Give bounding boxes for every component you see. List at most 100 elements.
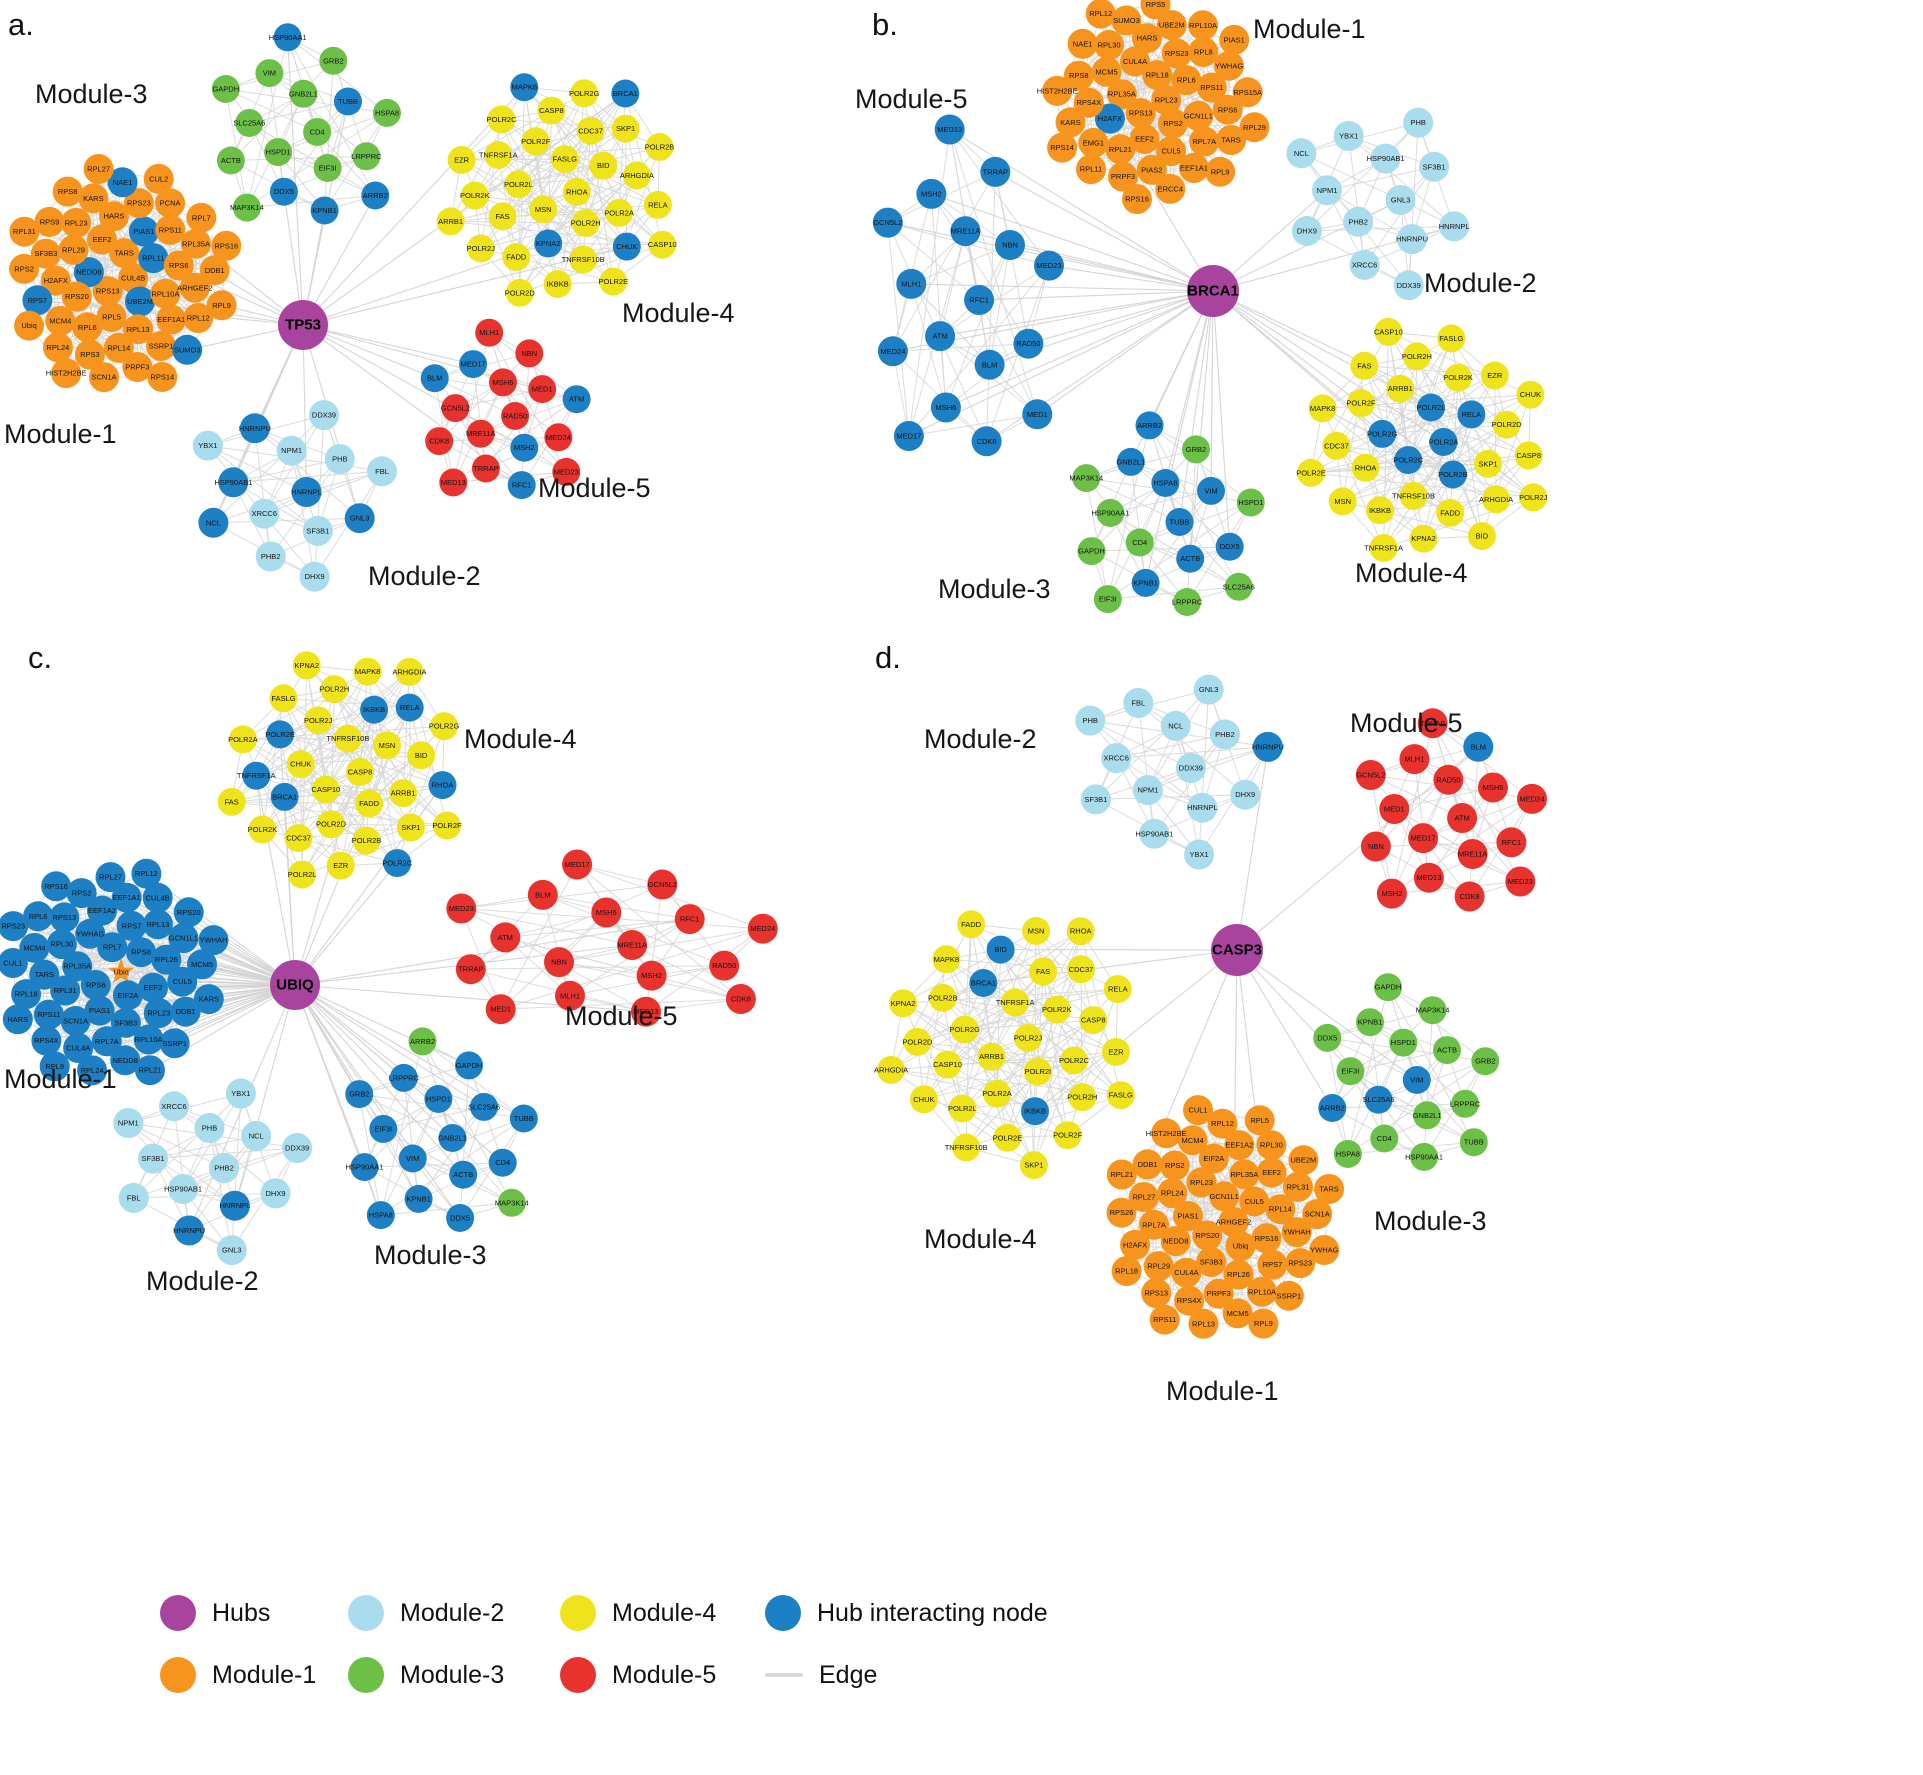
node-GRB2[interactable] <box>1182 435 1210 464</box>
node-DHX9[interactable] <box>1230 779 1261 810</box>
node-HSPA8[interactable] <box>373 98 401 127</box>
node-RPL12[interactable] <box>131 858 162 889</box>
node-ACTB[interactable] <box>1176 544 1205 573</box>
node-HSP90AB1[interactable] <box>168 1174 199 1204</box>
node-RPS20[interactable] <box>1192 1220 1223 1251</box>
node-POLR2G[interactable] <box>570 79 599 108</box>
node-FAS[interactable] <box>217 787 246 816</box>
node-SF3B1[interactable] <box>302 515 333 546</box>
node-DDX5[interactable] <box>446 1204 475 1232</box>
node-YBX1[interactable] <box>1184 839 1215 870</box>
node-CHUK[interactable] <box>1516 380 1545 409</box>
node-RPL9[interactable] <box>1248 1308 1279 1339</box>
node-TNFRSF1A[interactable] <box>1001 988 1030 1017</box>
node-HARS[interactable] <box>2 1004 33 1035</box>
node-POLR2G[interactable] <box>950 1015 979 1044</box>
node-RFC1[interactable] <box>964 285 995 315</box>
node-RPL29[interactable] <box>1239 112 1270 143</box>
node-RPL21[interactable] <box>1106 1159 1137 1190</box>
node-MLH1[interactable] <box>475 318 504 347</box>
node-RPL11[interactable] <box>138 243 169 274</box>
node-KPNA2[interactable] <box>1409 524 1438 553</box>
node-RPL18[interactable] <box>1111 1256 1142 1286</box>
node-GNB2L1[interactable] <box>289 79 318 108</box>
node-FAS[interactable] <box>1350 351 1379 380</box>
node-POLR2J[interactable] <box>304 706 333 735</box>
node-MED17[interactable] <box>893 421 924 451</box>
node-MCM4[interactable] <box>19 932 50 963</box>
node-RPL27[interactable] <box>1128 1182 1159 1212</box>
node-EEF2[interactable] <box>138 972 168 1003</box>
node-SSRP1[interactable] <box>1273 1280 1304 1311</box>
node-CDC37[interactable] <box>284 824 313 853</box>
node-RPS4X[interactable] <box>1073 87 1104 118</box>
node-RAD50[interactable] <box>1433 764 1464 795</box>
node-PIAS1[interactable] <box>128 216 159 247</box>
node-NCL[interactable] <box>1286 138 1317 169</box>
node-GCN5L2[interactable] <box>872 207 903 238</box>
node-HSPD1[interactable] <box>264 138 293 167</box>
node-TRRAP[interactable] <box>1417 708 1448 739</box>
node-SLC25A6[interactable] <box>1364 1085 1393 1114</box>
node-POLR2H[interactable] <box>1068 1083 1097 1112</box>
node-POLR2C[interactable] <box>487 105 516 134</box>
node-RPS11[interactable] <box>1149 1304 1180 1335</box>
node-YWHAG[interactable] <box>1309 1235 1340 1265</box>
node-RPL12[interactable] <box>183 303 214 333</box>
node-BRCA1[interactable] <box>270 782 299 811</box>
node-LRPPRC[interactable] <box>352 142 381 171</box>
node-RPL7A[interactable] <box>1189 126 1220 157</box>
node-ATM[interactable] <box>925 321 956 352</box>
node-RHOA[interactable] <box>428 771 457 800</box>
node-RPL13[interactable] <box>123 314 154 345</box>
node-HIST2H2BE[interactable] <box>1042 75 1073 106</box>
node-SF3B1[interactable] <box>1080 784 1111 815</box>
node-BID[interactable] <box>407 741 436 770</box>
node-RPS8[interactable] <box>1063 60 1094 91</box>
node-NCL[interactable] <box>1160 710 1191 741</box>
node-NPM1[interactable] <box>1312 175 1342 206</box>
node-EIF2A[interactable] <box>112 980 143 1011</box>
node-CUL1[interactable] <box>0 948 28 978</box>
node-GRB2[interactable] <box>319 46 348 75</box>
node-CDK8[interactable] <box>1454 881 1485 912</box>
node-POLR2D[interactable] <box>317 810 345 839</box>
node-MSH2[interactable] <box>1376 878 1407 909</box>
node-NBN[interactable] <box>515 339 544 368</box>
node-KPNB1[interactable] <box>310 196 339 225</box>
node-CHUK[interactable] <box>612 232 641 261</box>
node-GAPDH[interactable] <box>455 1051 483 1080</box>
node-RPL5[interactable] <box>96 302 127 332</box>
node-POLR2F[interactable] <box>521 127 550 156</box>
node-PHB2[interactable] <box>1343 206 1374 237</box>
node-CUL5[interactable] <box>1156 136 1187 167</box>
node-VIM[interactable] <box>255 59 284 88</box>
node-BID[interactable] <box>1467 522 1496 551</box>
node-RPL29[interactable] <box>1143 1251 1174 1282</box>
node-EEF2[interactable] <box>1129 124 1160 154</box>
node-TUBB[interactable] <box>1459 1128 1488 1157</box>
node-HSPD1[interactable] <box>424 1085 453 1113</box>
node-MRE11A[interactable] <box>1457 839 1488 869</box>
node-RPS23[interactable] <box>1285 1248 1316 1279</box>
node-DDX5[interactable] <box>269 177 298 206</box>
node-RPL35A[interactable] <box>1106 79 1137 110</box>
node-FASLG[interactable] <box>1106 1081 1135 1110</box>
node-YWHAH[interactable] <box>1281 1217 1312 1248</box>
node-UBE2M[interactable] <box>1288 1145 1319 1176</box>
node-MCM5[interactable] <box>187 949 217 980</box>
node-ATM[interactable] <box>1447 803 1478 833</box>
node-SCN1A[interactable] <box>89 362 119 393</box>
node-MRE11A[interactable] <box>950 216 981 247</box>
node-RPL31[interactable] <box>1283 1171 1313 1202</box>
node-POLR2D[interactable] <box>1492 410 1521 439</box>
node-HNRNPU[interactable] <box>1397 224 1427 255</box>
node-RPS23[interactable] <box>1161 38 1192 69</box>
node-HNRNPU[interactable] <box>239 413 270 444</box>
node-Ubiq[interactable] <box>14 310 45 341</box>
node-GAPDH[interactable] <box>1077 537 1106 566</box>
node-RPL5[interactable] <box>1244 1105 1275 1136</box>
node-DDB1[interactable] <box>1132 1149 1163 1180</box>
node-CD4[interactable] <box>1125 528 1154 557</box>
node-RPS16[interactable] <box>1251 1223 1282 1254</box>
